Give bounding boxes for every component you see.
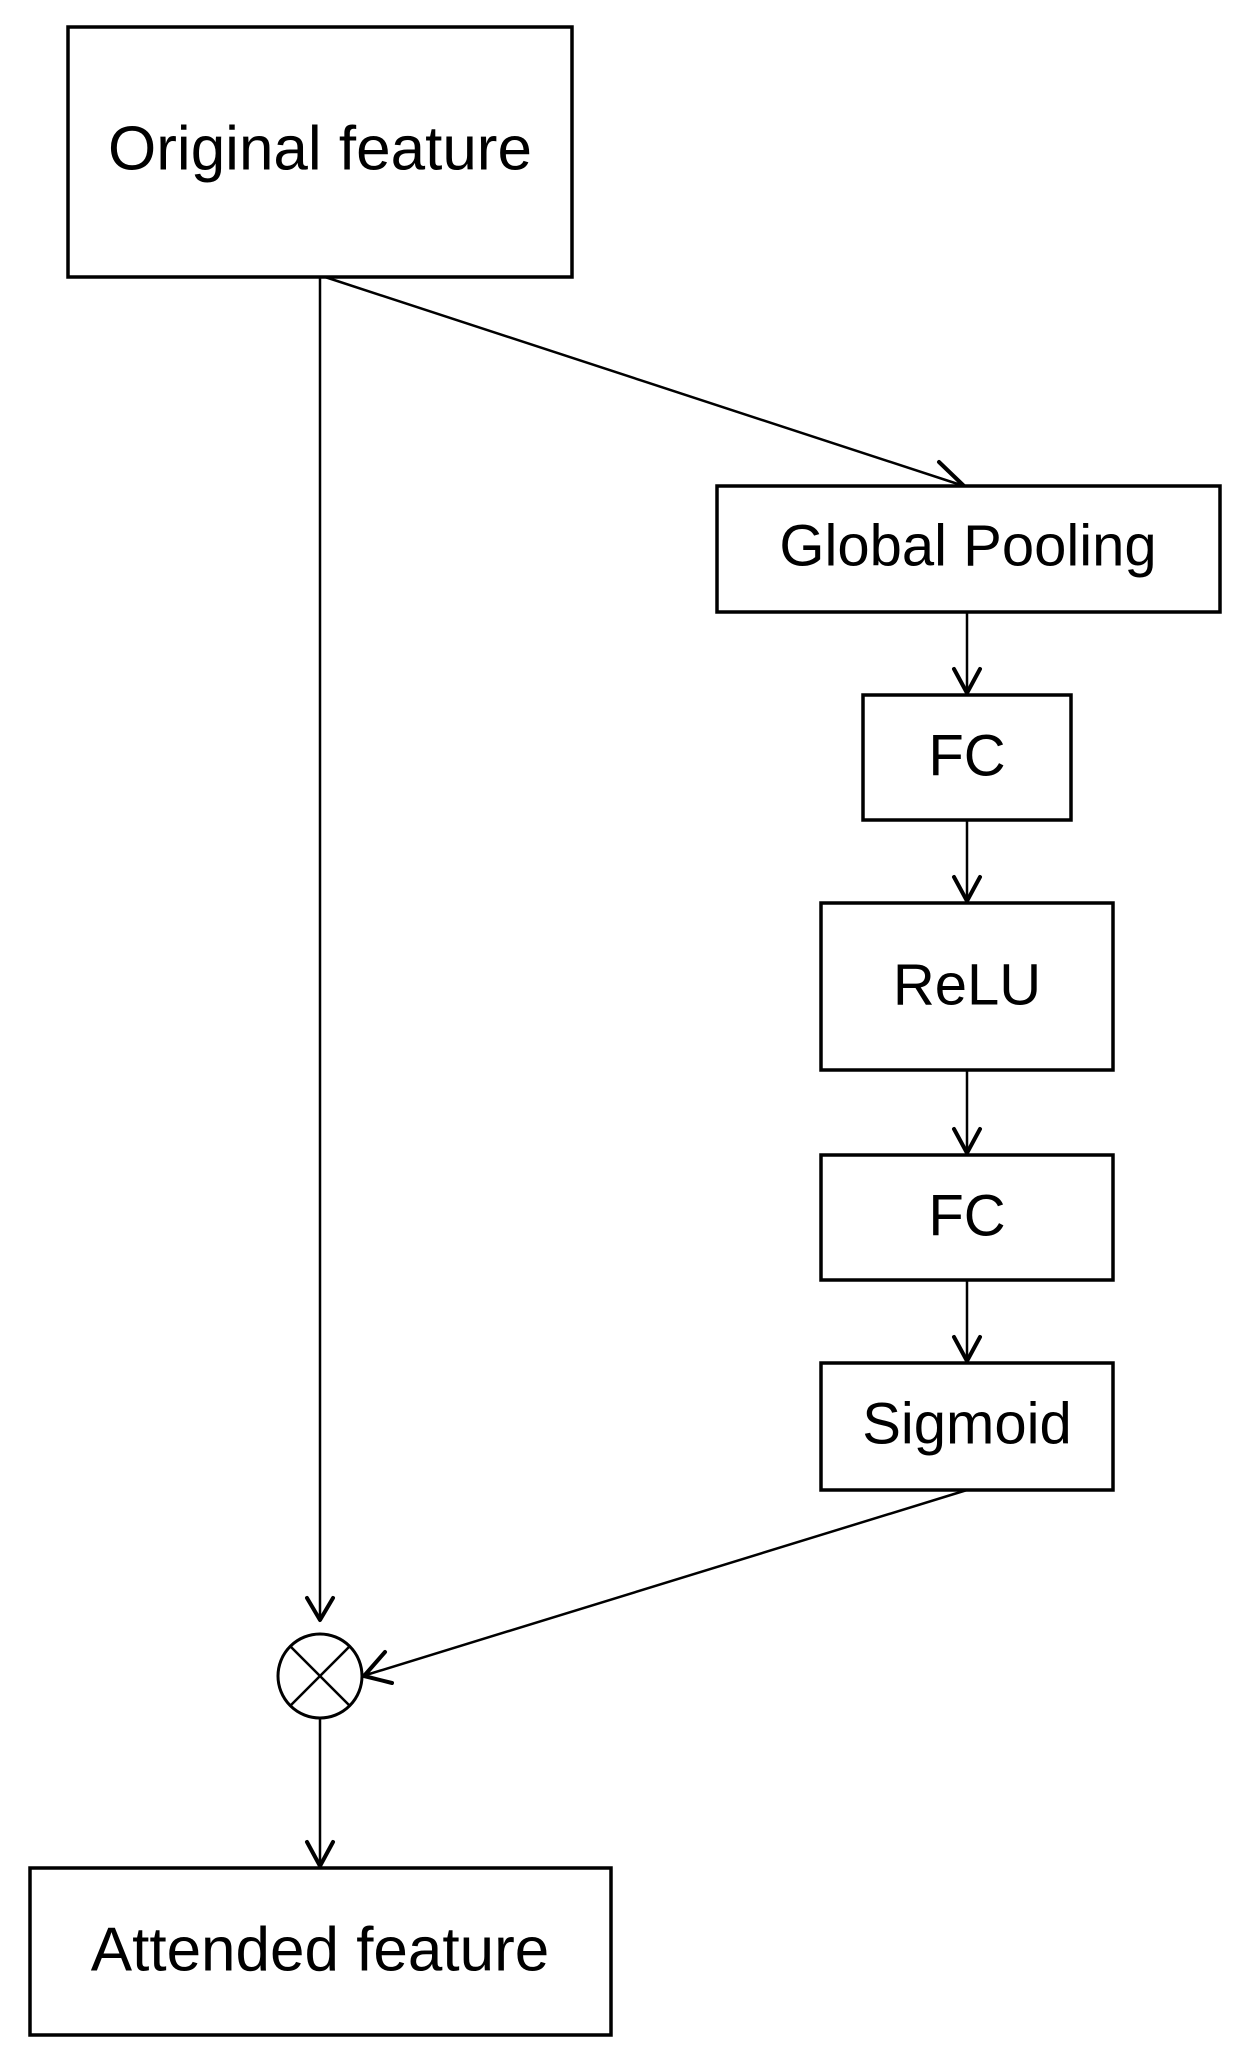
node-original-feature: Original feature — [66, 25, 574, 279]
node-fc-2-label: FC — [928, 1184, 1005, 1249]
node-attended-feature: Attended feature — [28, 1866, 613, 2037]
node-global-pooling: Global Pooling — [715, 484, 1222, 614]
arrowhead-relu-to-fc-2 — [952, 1127, 982, 1155]
node-original-feature-label: Original feature — [108, 115, 532, 184]
node-sigmoid: Sigmoid — [819, 1361, 1115, 1492]
edge-sigmoid-to-multiply — [365, 1488, 968, 1677]
node-fc-1: FC — [861, 693, 1073, 822]
edge-original-to-global-pooling — [324, 275, 965, 488]
node-relu: ReLU — [819, 901, 1115, 1072]
arrowhead-sigmoid-to-multiply — [362, 1650, 394, 1685]
node-global-pooling-label: Global Pooling — [779, 514, 1156, 579]
arrowhead-fc-1-to-relu — [952, 875, 982, 903]
node-relu-label: ReLU — [893, 953, 1041, 1018]
arrowhead-global-pooling-to-fc-1 — [952, 667, 982, 695]
node-fc-1-label: FC — [928, 724, 1005, 789]
node-attended-feature-label: Attended feature — [91, 1916, 549, 1985]
arrowhead-fc-2-to-sigmoid — [952, 1335, 982, 1363]
multiply-circle-icon — [276, 1632, 364, 1720]
node-fc-2: FC — [819, 1153, 1115, 1282]
node-sigmoid-label: Sigmoid — [862, 1392, 1072, 1457]
arrowhead-original-to-multiply — [305, 1596, 335, 1622]
arrowhead-multiply-to-attended — [305, 1840, 335, 1868]
